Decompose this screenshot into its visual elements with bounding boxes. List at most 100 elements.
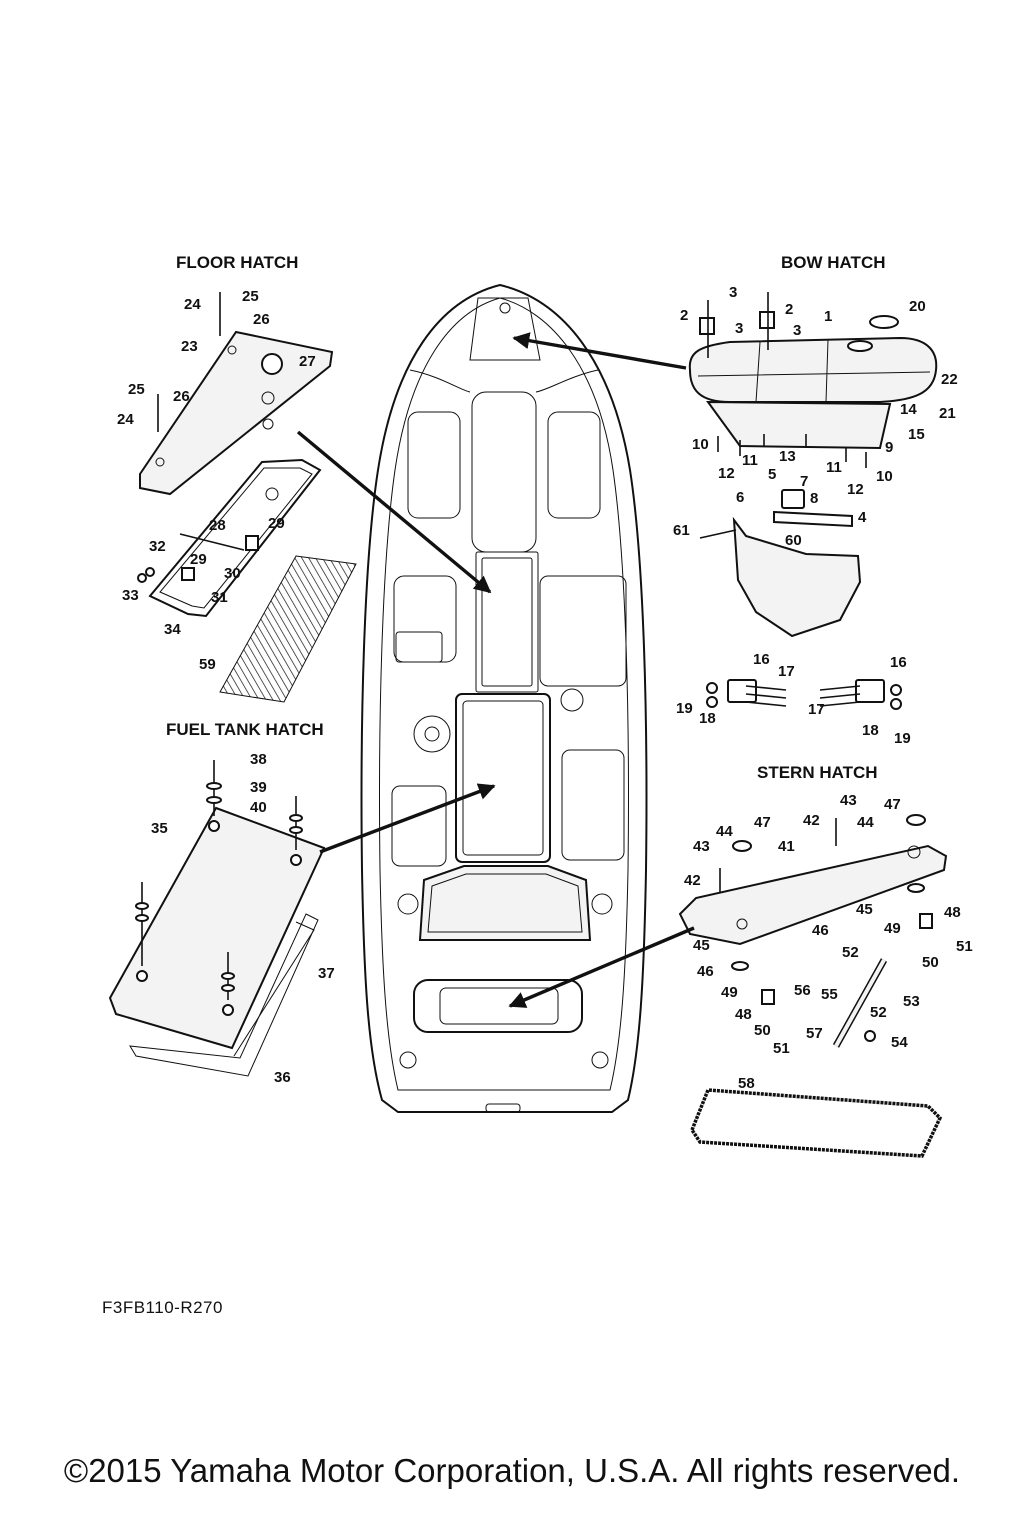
callout-25: 25 — [242, 288, 259, 305]
callout-3: 3 — [793, 322, 801, 339]
callout-41: 41 — [778, 838, 795, 855]
callout-44: 44 — [716, 823, 733, 840]
callout-60: 60 — [785, 532, 802, 549]
callout-49: 49 — [884, 920, 901, 937]
fuel-tank-hatch-assembly — [108, 760, 326, 1077]
callout-42: 42 — [684, 872, 701, 889]
bow-hatch-assembly — [688, 292, 938, 710]
callout-50: 50 — [922, 954, 939, 971]
callout-25: 25 — [128, 381, 145, 398]
callout-1: 1 — [824, 308, 832, 325]
arrow-stern-hatch — [508, 926, 695, 1008]
callout-19: 19 — [676, 700, 693, 717]
callout-3: 3 — [729, 284, 737, 301]
callout-3: 3 — [735, 320, 743, 337]
callout-40: 40 — [250, 799, 267, 816]
callout-4: 4 — [858, 509, 867, 526]
callout-10: 10 — [876, 468, 893, 485]
callout-47: 47 — [754, 814, 771, 831]
callout-57: 57 — [806, 1025, 823, 1042]
callout-32: 32 — [149, 538, 166, 555]
callout-55: 55 — [821, 986, 838, 1003]
callout-11: 11 — [826, 459, 842, 476]
callout-35: 35 — [151, 820, 168, 837]
arrow-fuel-tank-hatch — [319, 783, 496, 854]
callout-21: 21 — [939, 405, 956, 422]
callout-46: 46 — [697, 963, 714, 980]
callout-7: 7 — [800, 473, 808, 490]
callout-45: 45 — [856, 901, 873, 918]
callout-50: 50 — [754, 1022, 771, 1039]
callout-13: 13 — [779, 448, 796, 465]
pointer-arrows — [296, 332, 695, 1008]
section-title-fuel-tank-hatch: FUEL TANK HATCH — [166, 720, 324, 739]
callout-15: 15 — [908, 426, 925, 443]
stern-hatch-assembly — [678, 814, 948, 1158]
callout-42: 42 — [803, 812, 820, 829]
callout-48: 48 — [944, 904, 961, 921]
callout-58: 58 — [738, 1075, 755, 1092]
callout-51: 51 — [773, 1040, 790, 1057]
callout-49: 49 — [721, 984, 738, 1001]
callout-12: 12 — [847, 481, 864, 498]
callout-61: 61 — [673, 522, 690, 539]
callout-52: 52 — [842, 944, 859, 961]
callout-10: 10 — [692, 436, 709, 453]
callout-56: 56 — [794, 982, 811, 999]
callout-53: 53 — [903, 993, 920, 1010]
callout-18: 18 — [862, 722, 879, 739]
callout-34: 34 — [164, 621, 181, 638]
callout-23: 23 — [181, 338, 198, 355]
callout-29: 29 — [190, 551, 207, 568]
section-title-bow-hatch: BOW HATCH — [781, 253, 886, 272]
callout-20: 20 — [909, 298, 926, 315]
arrow-bow-hatch — [512, 332, 687, 370]
callout-14: 14 — [900, 401, 917, 418]
copyright-notice: ©2015 Yamaha Motor Corporation, U.S.A. A… — [63, 1452, 961, 1489]
callout-44: 44 — [857, 814, 874, 831]
callout-48: 48 — [735, 1006, 752, 1023]
callout-39: 39 — [250, 779, 267, 796]
callout-30: 30 — [224, 565, 241, 582]
callout-24: 24 — [117, 411, 134, 428]
callout-9: 9 — [885, 439, 893, 456]
callout-38: 38 — [250, 751, 267, 768]
callout-43: 43 — [840, 792, 857, 809]
callout-26: 26 — [253, 311, 270, 328]
callout-6: 6 — [736, 489, 744, 506]
callout-19: 19 — [894, 730, 911, 747]
diagram-code: F3FB110-R270 — [102, 1298, 223, 1317]
callout-45: 45 — [693, 937, 710, 954]
callout-17: 17 — [778, 663, 795, 680]
callout-37: 37 — [318, 965, 335, 982]
callout-17: 17 — [808, 701, 825, 718]
callout-16: 16 — [890, 654, 907, 671]
callout-2: 2 — [680, 307, 688, 324]
callout-18: 18 — [699, 710, 716, 727]
callout-51: 51 — [956, 938, 973, 955]
callout-16: 16 — [753, 651, 770, 668]
callout-46: 46 — [812, 922, 829, 939]
callout-5: 5 — [768, 466, 776, 483]
callout-11: 11 — [742, 452, 758, 469]
boat-hull — [360, 283, 648, 1113]
section-title-floor-hatch: FLOOR HATCH — [176, 253, 298, 272]
callout-33: 33 — [122, 587, 139, 604]
callout-22: 22 — [941, 371, 958, 388]
floor-hatch-assembly — [137, 292, 357, 703]
callout-28: 28 — [209, 517, 226, 534]
callout-47: 47 — [884, 796, 901, 813]
callout-36: 36 — [274, 1069, 291, 1086]
callout-8: 8 — [810, 490, 818, 507]
callout-12: 12 — [718, 465, 735, 482]
section-title-stern-hatch: STERN HATCH — [757, 763, 878, 782]
callout-29: 29 — [268, 515, 285, 532]
callout-54: 54 — [891, 1034, 908, 1051]
callout-26: 26 — [173, 388, 190, 405]
arrow-floor-hatch — [296, 430, 492, 594]
callout-59: 59 — [199, 656, 216, 673]
callout-24: 24 — [184, 296, 201, 313]
callout-31: 31 — [211, 589, 228, 606]
